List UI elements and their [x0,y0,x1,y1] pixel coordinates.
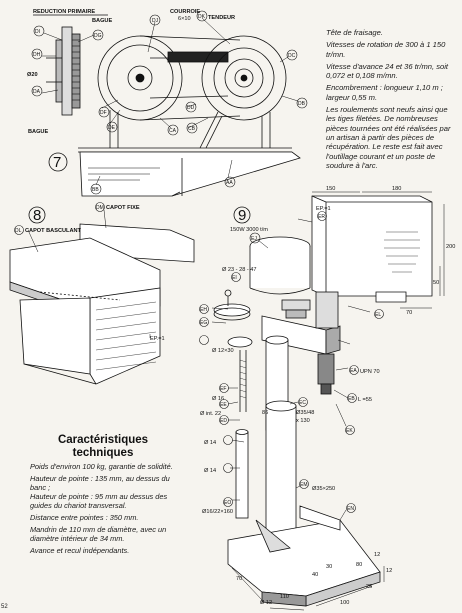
phi35-label: Ø35/48 [296,410,314,416]
courroie-label: COURROIE [170,9,200,15]
figure-7-number: 7 [53,154,61,171]
page-number: 52 [1,604,8,610]
tag-EJ: EJ [251,236,257,242]
note-speeds: Vitesses de rotation de 300 à 1 150 tr/m… [326,40,446,59]
dim-30: 30 [326,564,332,570]
note-size: Encombrement : longueur 1,10 m ; largeur… [326,83,443,102]
tag-EF: EF [220,386,226,392]
tag-DJ: DJ [152,18,159,24]
tag-DM: DM [96,205,104,211]
dim-70-box: 70 [406,310,412,316]
note-feed: Vitesse d'avance 24 et 36 tr/mn, soit 0,… [326,61,449,81]
phi20-label: Ø20 [27,72,38,78]
tag-EO: EO [224,500,231,506]
dim-50: 50 [433,280,439,286]
tag-EG: EG [200,320,207,326]
capot-fixe-label: CAPOT FIXE [106,205,140,211]
tag-DI: DI [35,29,40,35]
dim-200: 200 [446,244,455,250]
phi14b-label: Ø 14 [204,468,216,474]
tag-DG: DG [94,33,102,39]
fig9-ep-label: EP.=1 [316,206,331,212]
tag-EE: EE [220,402,227,408]
specs-heading: Caractéristiques techniques [57,434,149,459]
tag-EM: EM [300,482,308,488]
phi14a-label: Ø 14 [204,440,216,446]
figure-9-number: 9 [238,207,246,224]
specs-body: Poids d'environ 100 kg, garantie de soli… [30,462,176,558]
tag-DE: DE [108,125,116,131]
phi16-label: Ø 16 [212,396,224,402]
spec-distance: Distance entre pointes : 350 mm. [30,513,139,522]
dim-180: 180 [392,186,401,192]
figure-7-reduction [31,10,308,197]
dim-80: 80 [356,562,362,568]
dim-12a: 12 [386,568,392,574]
spec-chuck: Mandrin de 110 mm de diamètre, avec un d… [30,525,167,543]
dim-100: 100 [340,600,349,606]
dim-40: 40 [312,572,318,578]
spec-height-bench: Hauteur de pointe : 135 mm, au dessus du… [30,474,170,492]
tag-ED: ED [220,418,227,424]
int22-label: Ø int. 22 [200,411,221,417]
note-bearings: Les roulements sont neufs ainsi que les … [326,105,451,170]
tag-DF: DF [100,110,107,116]
dim-25: 25 [366,584,372,590]
spec-feed: Avance et recul indépendants. [30,546,130,555]
dim-86: 86 [262,410,268,416]
tag-DB: DB [298,101,306,107]
fig7-title: REDUCTION PRIMAIRE [33,9,95,15]
tag-DD: DD [187,105,195,111]
tag-DH: DH [33,52,41,58]
tag-EC: EC [299,400,306,406]
tag-BB: BB [92,187,99,193]
fig8-ep-label: EP.=1 [150,336,165,342]
capot-basculant-label: CAPOT BASCULANT [25,228,82,234]
phi12-label: Ø 12 [260,600,272,606]
tag-EA: EA [350,368,357,374]
tag-EI: EI [232,275,237,281]
tag-DK: DK [198,14,206,20]
diam-pulley-label: Ø 23 - 28 - 47 [222,267,257,273]
figure-9-milling-head [199,191,445,611]
dim-12b: 12 [374,552,380,558]
tag-EK: EK [346,428,353,434]
tag-DC: DC [288,53,296,59]
bague-top-label: BAGUE [92,18,112,24]
figure-8-covers [9,202,195,385]
x130-label: x 130 [296,418,310,424]
technical-notes: Tête de fraisage. Vitesses de rotation d… [326,28,456,173]
tag-ER: ER [318,214,325,220]
tag-AA: AA [226,180,233,186]
dim-150: 150 [326,186,335,192]
dim-70-base: 70 [236,576,242,582]
figure-8-number: 8 [33,207,41,224]
bague-bottom-label: BAGUE [28,129,48,135]
tag-EL: EL [375,312,381,318]
tag-DL: DL [15,228,22,234]
upn-label: UPN 70 [360,369,380,375]
tag-EN: EN [347,506,354,512]
motor-label: 150W 3000 t/m [230,227,268,233]
tag-EH: EH [200,307,207,313]
note-milling-head: Tête de fraisage. [326,28,383,37]
tag-DA: DA [33,89,41,95]
l55-label: L =55 [358,397,372,403]
courroie-dim-label: 6×10 [178,16,191,22]
tag-CA: CA [169,128,177,134]
spec-weight: Poids d'environ 100 kg, garantie de soli… [30,462,173,471]
spec-height-guides: Hauteur de pointe : 95 mm au dessus des … [30,492,168,510]
tag-EB: EB [348,396,355,402]
phi35x250-label: Ø35×250 [312,486,335,492]
tendeur-label: TENDEUR [208,15,235,21]
tube-label: Ø16/22×160 [202,509,233,515]
diam12-label: Ø 12×30 [212,348,234,354]
dim-110: 110 [280,594,289,600]
tag-CB: CB [188,126,196,132]
